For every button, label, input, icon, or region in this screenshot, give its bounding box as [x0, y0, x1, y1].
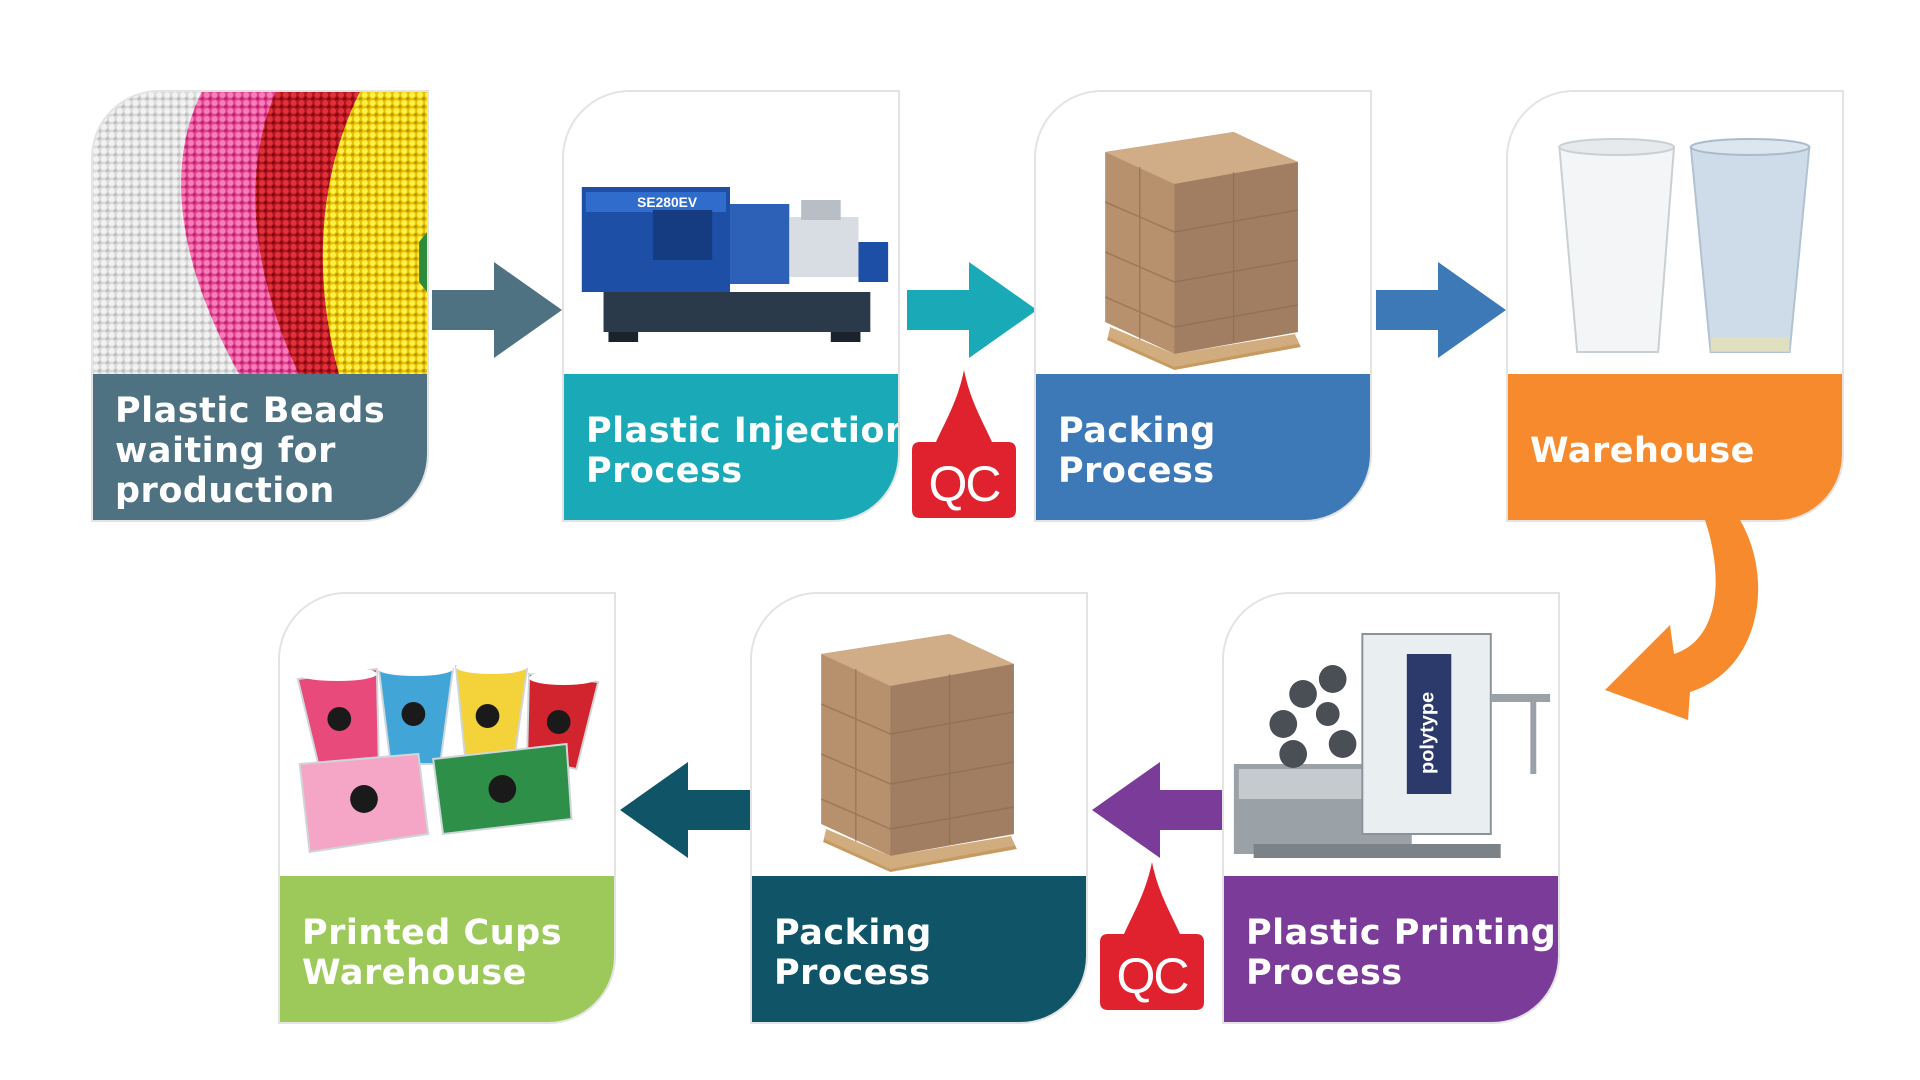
qc-label: QC: [928, 456, 1002, 512]
step-card-plastic-printing: polytype Plastic Printing Process: [1222, 592, 1560, 1024]
step-card-packing-2: Packing Process: [750, 592, 1088, 1024]
step-label-line: production: [115, 471, 335, 511]
curved-arrow-icon: [1605, 520, 1759, 720]
step-label: Warehouse: [1508, 374, 1842, 520]
step-label-line: Warehouse: [302, 953, 527, 993]
step-card-printed-cups-warehouse: Printed Cups Warehouse: [278, 592, 616, 1024]
step-label-line: Packing: [1058, 411, 1216, 451]
step-label: Printed Cups Warehouse: [280, 876, 614, 1022]
step-label-line: Warehouse: [1530, 431, 1755, 471]
step-label-line: Process: [774, 953, 931, 993]
pallet-boxes-image: [1036, 92, 1370, 378]
injection-machine-image: SE280EV: [564, 92, 898, 378]
right-arrow-icon: [1376, 262, 1506, 358]
step-label-line: Packing: [774, 913, 932, 953]
plain-cups-image: [1508, 92, 1842, 378]
left-arrow-icon: [620, 762, 750, 858]
step-label-line: Process: [586, 451, 743, 491]
machine-model-text: SE280EV: [637, 194, 698, 210]
step-card-plastic-injection: SE280EV Plastic Injection Process: [562, 90, 900, 522]
step-card-packing-1: Packing Process: [1034, 90, 1372, 522]
qc-badge: QC: [912, 370, 1016, 518]
plastic-beads-image: [93, 92, 427, 378]
step-label: Packing Process: [752, 876, 1086, 1022]
step-label-line: Printed Cups: [302, 913, 563, 953]
printed-cups-image: [280, 594, 614, 880]
left-arrow-icon: [1092, 762, 1222, 858]
step-label-line: waiting for: [115, 431, 336, 471]
step-label-line: Process: [1246, 953, 1403, 993]
step-card-plastic-beads: Plastic Beads waiting for production: [91, 90, 429, 522]
step-label: Plastic Printing Process: [1224, 876, 1558, 1022]
qc-label: QC: [1116, 948, 1190, 1004]
printing-machine-image: polytype: [1224, 594, 1558, 880]
right-arrow-icon: [907, 262, 1037, 358]
qc-badge: QC: [1100, 862, 1204, 1010]
step-card-warehouse: Warehouse: [1506, 90, 1844, 522]
machine-brand-text: polytype: [1417, 692, 1439, 774]
right-arrow-icon: [432, 262, 562, 358]
step-label-line: Process: [1058, 451, 1215, 491]
step-label-line: Plastic Printing: [1246, 913, 1557, 953]
step-label-line: Plastic Beads: [115, 391, 386, 431]
pallet-boxes-image: [752, 594, 1086, 880]
step-label: Plastic Injection Process: [564, 374, 898, 520]
step-label: Plastic Beads waiting for production: [93, 374, 427, 520]
step-label: Packing Process: [1036, 374, 1370, 520]
step-label-line: Plastic Injection: [586, 411, 900, 451]
